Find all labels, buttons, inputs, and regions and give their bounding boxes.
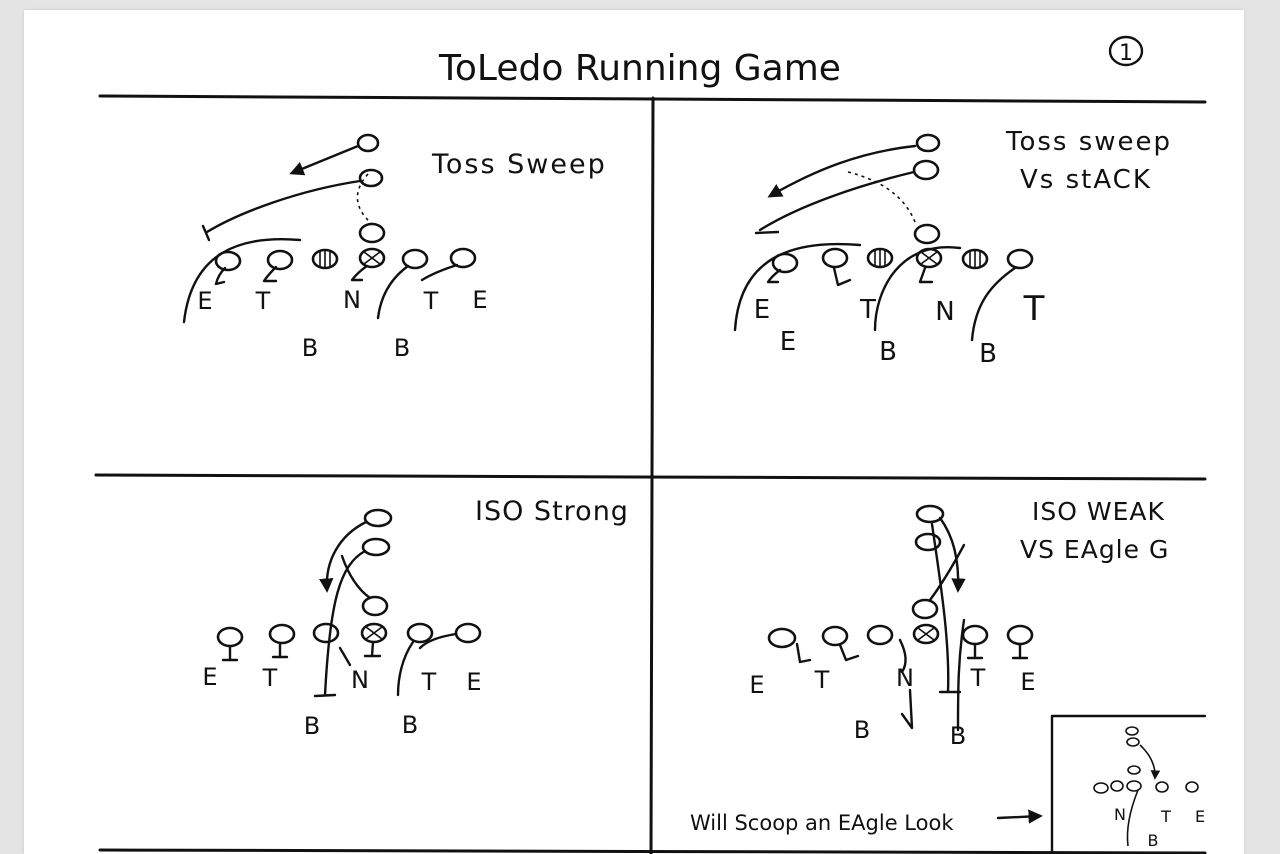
play-diagram-toss-sweep-vs-stack: Toss sweep Vs stACK — [733, 127, 1172, 369]
play-subtitle: VS EAgle G — [1020, 535, 1169, 564]
defender-label: B — [854, 716, 870, 744]
offense-player — [216, 626, 244, 648]
play-diagram-iso-strong: ISO Strong E T N T E B B — [202, 496, 629, 740]
offense-player — [358, 247, 386, 269]
offense-player — [913, 223, 941, 245]
offense-player — [406, 622, 434, 644]
inset-diagram: N T E B — [1050, 714, 1207, 854]
offense-player — [915, 504, 945, 524]
note-arrow-icon — [996, 809, 1043, 824]
offense-player — [358, 222, 386, 244]
offense-player — [401, 248, 429, 270]
defender-label: E — [197, 287, 212, 315]
offense-player — [771, 252, 799, 274]
offense-player — [454, 622, 482, 644]
defender-label: B — [979, 339, 997, 369]
play-subtitle: Vs stACK — [1020, 165, 1152, 195]
offense-player — [361, 595, 389, 617]
offense-player — [915, 247, 943, 269]
coaching-note: Will Scoop an EAgle Look — [690, 811, 954, 835]
offense-player — [268, 623, 296, 645]
offense-player — [311, 248, 339, 270]
play-title: ISO Strong — [475, 496, 629, 527]
playbook-sheet — [24, 10, 1244, 854]
defender-label: T — [970, 664, 986, 692]
offense-player — [961, 248, 989, 270]
offense-player — [912, 623, 940, 645]
defender-label: T — [423, 287, 439, 315]
defender-label: E — [202, 663, 217, 691]
offense-player — [266, 249, 294, 271]
defender-label: B — [302, 334, 318, 362]
offense-player — [767, 627, 797, 649]
defender-label: E — [754, 295, 770, 325]
play-diagram-iso-weak-vs-eagle: ISO WEAK VS EAgle G E T N T E B B — [690, 497, 1207, 854]
defender-label: E — [749, 671, 764, 699]
defender-label: N — [343, 286, 361, 314]
defender-label: T — [814, 666, 830, 694]
defender-label: T — [262, 664, 278, 692]
play-diagram-toss-sweep: Toss Sweep E T — [182, 133, 607, 362]
defender-label: N — [935, 297, 954, 327]
defender-label: E — [1020, 668, 1035, 696]
defender-label: N — [351, 666, 369, 694]
offense-player — [821, 247, 849, 269]
defender-label: T — [859, 295, 876, 325]
offense-player — [866, 247, 894, 269]
defender-label: B — [394, 334, 410, 362]
defender-label: T — [421, 668, 437, 696]
inset-label: B — [1148, 831, 1159, 850]
page-title: ToLedo Running Game — [438, 48, 841, 89]
offense-player — [1006, 248, 1034, 270]
play-title: ISO WEAK — [1032, 497, 1165, 526]
offense-player — [360, 622, 388, 644]
offense-player — [356, 133, 380, 153]
offense-player — [915, 133, 941, 153]
offense-player — [1006, 624, 1034, 646]
defender-label: T — [255, 287, 271, 315]
defender-label: T — [1023, 289, 1045, 329]
inset-label: N — [1114, 805, 1126, 824]
offense-player — [961, 624, 989, 646]
defender-label: E — [780, 327, 796, 357]
defender-label: E — [466, 668, 481, 696]
offense-player — [214, 250, 242, 272]
defender-label: N — [896, 664, 914, 692]
offense-player — [912, 159, 940, 181]
defender-label: B — [950, 722, 966, 750]
page-grid — [94, 94, 1207, 854]
offense-player — [911, 598, 939, 620]
play-title: Toss sweep — [1005, 127, 1172, 157]
svg-text:1: 1 — [1119, 41, 1133, 66]
defender-label: E — [472, 286, 487, 314]
inset-label: T — [1160, 807, 1171, 826]
defender-label: B — [304, 712, 320, 740]
offense-player — [312, 622, 340, 644]
offense-player — [363, 508, 393, 528]
defender-label: B — [402, 711, 418, 739]
offense-player — [821, 625, 849, 647]
defender-label: B — [879, 337, 897, 367]
offense-player — [361, 537, 391, 557]
offense-player — [449, 247, 477, 269]
inset-label: E — [1195, 807, 1205, 826]
play-title: Toss Sweep — [431, 149, 607, 180]
offense-player — [866, 624, 894, 646]
page-number: 1 — [1108, 35, 1144, 67]
offense-player — [358, 168, 384, 188]
